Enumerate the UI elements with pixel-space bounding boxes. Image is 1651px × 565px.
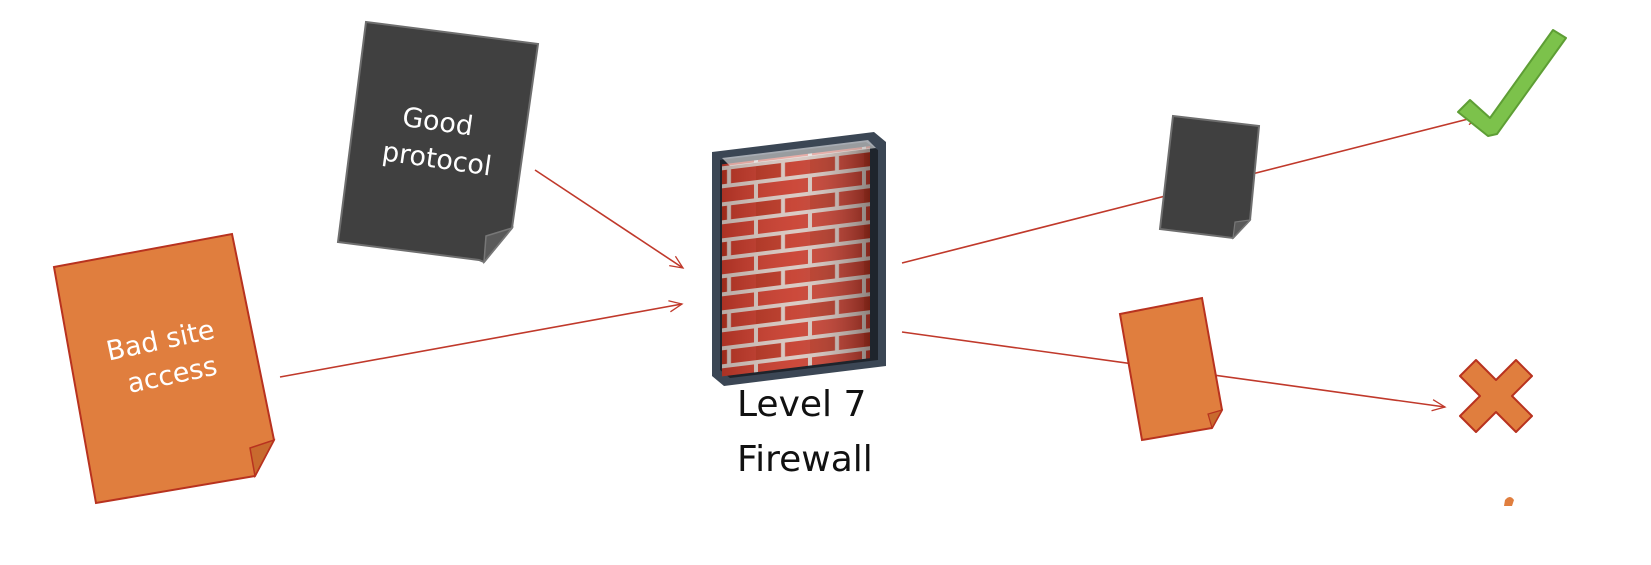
firewall-label: Level 7 Firewall bbox=[737, 384, 878, 480]
firewall-line1: Level 7 bbox=[737, 384, 866, 425]
brick-wall-icon bbox=[712, 132, 886, 386]
blocked-document bbox=[1118, 296, 1224, 442]
bad-site-document: Bad site access bbox=[52, 232, 276, 505]
checkmark-icon bbox=[1457, 29, 1567, 137]
x-cross-icon bbox=[1459, 359, 1533, 433]
firewall-line2: Firewall bbox=[737, 439, 873, 480]
arrow-good-to-firewall bbox=[534, 169, 685, 269]
arrow-bad-to-firewall bbox=[279, 300, 684, 378]
good-protocol-document: Good protocol bbox=[336, 20, 540, 265]
passed-document bbox=[1158, 114, 1261, 240]
orange-fragment-shape bbox=[1504, 497, 1514, 506]
